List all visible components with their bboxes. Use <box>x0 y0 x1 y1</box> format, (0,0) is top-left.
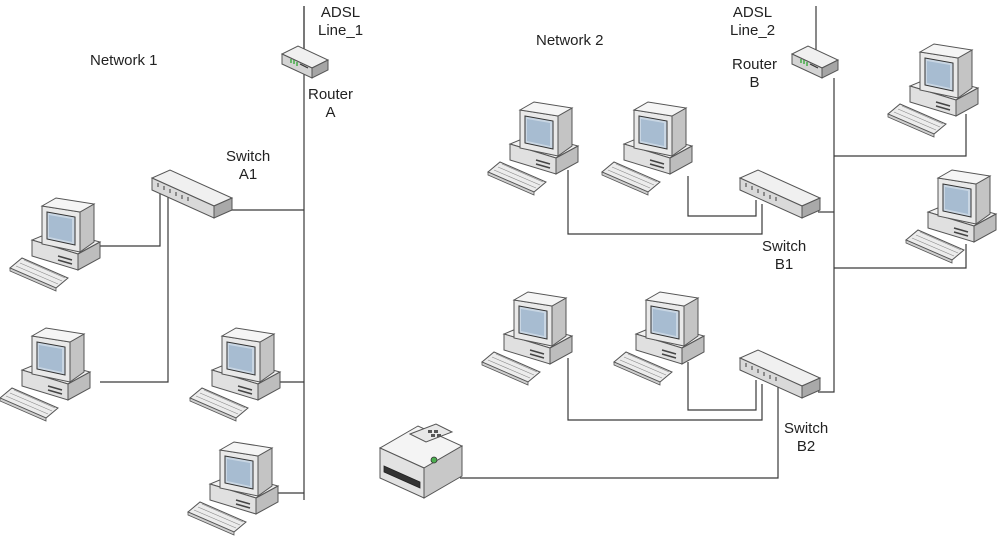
switch-a1-label: Switch A1 <box>226 148 270 184</box>
computer-icon-b1 <box>487 101 579 196</box>
computer-icon-a2 <box>0 327 91 422</box>
router-b-line1: Router <box>732 56 778 73</box>
adsl-line-2-line1: ADSL <box>732 4 773 21</box>
adsl-line-1-line1: ADSL <box>320 4 361 21</box>
computer-icon-a4 <box>187 441 279 536</box>
adsl-line-1-label: ADSL Line_1 <box>318 4 363 40</box>
network-wires <box>100 6 967 500</box>
router-b-icon <box>791 45 839 79</box>
switch-b2-line2: B2 <box>796 438 816 455</box>
computer-icon-b6 <box>613 291 705 386</box>
switch-b2-line1: Switch <box>784 420 829 437</box>
switch-b1-icon <box>739 169 821 219</box>
network-2-label: Network 2 <box>536 32 604 50</box>
computer-icon-a3 <box>189 327 281 422</box>
switch-a1-line2: A1 <box>238 166 258 183</box>
router-a-line2: A <box>325 104 336 121</box>
router-b-line2: B <box>749 74 760 91</box>
switch-b1-line1: Switch <box>762 238 807 255</box>
network-1-text: Network 1 <box>90 52 158 69</box>
adsl-line-2-line2: Line_2 <box>730 22 776 39</box>
computer-icon-b3 <box>887 43 979 138</box>
computer-icon-b2 <box>601 101 693 196</box>
printer-icon <box>379 423 463 499</box>
switch-b2-icon <box>739 349 821 399</box>
network-2-text: Network 2 <box>536 32 604 49</box>
switch-a1-line1: Switch <box>226 148 271 165</box>
router-a-icon <box>281 45 329 79</box>
switch-b1-line2: B1 <box>774 256 794 273</box>
computer-icon-b4 <box>905 169 997 264</box>
switch-a1-icon <box>151 169 233 219</box>
router-a-line1: Router <box>308 86 354 103</box>
computer-icon-b5 <box>481 291 573 386</box>
router-a-label: Router A <box>308 86 353 122</box>
router-b-label: Router B <box>732 56 777 92</box>
computer-icon-a1 <box>9 197 101 292</box>
adsl-line-1-line2: Line_1 <box>318 22 364 39</box>
network-1-label: Network 1 <box>90 52 158 70</box>
switch-b1-label: Switch B1 <box>762 238 806 274</box>
adsl-line-2-label: ADSL Line_2 <box>730 4 775 40</box>
switch-b2-label: Switch B2 <box>784 420 828 456</box>
